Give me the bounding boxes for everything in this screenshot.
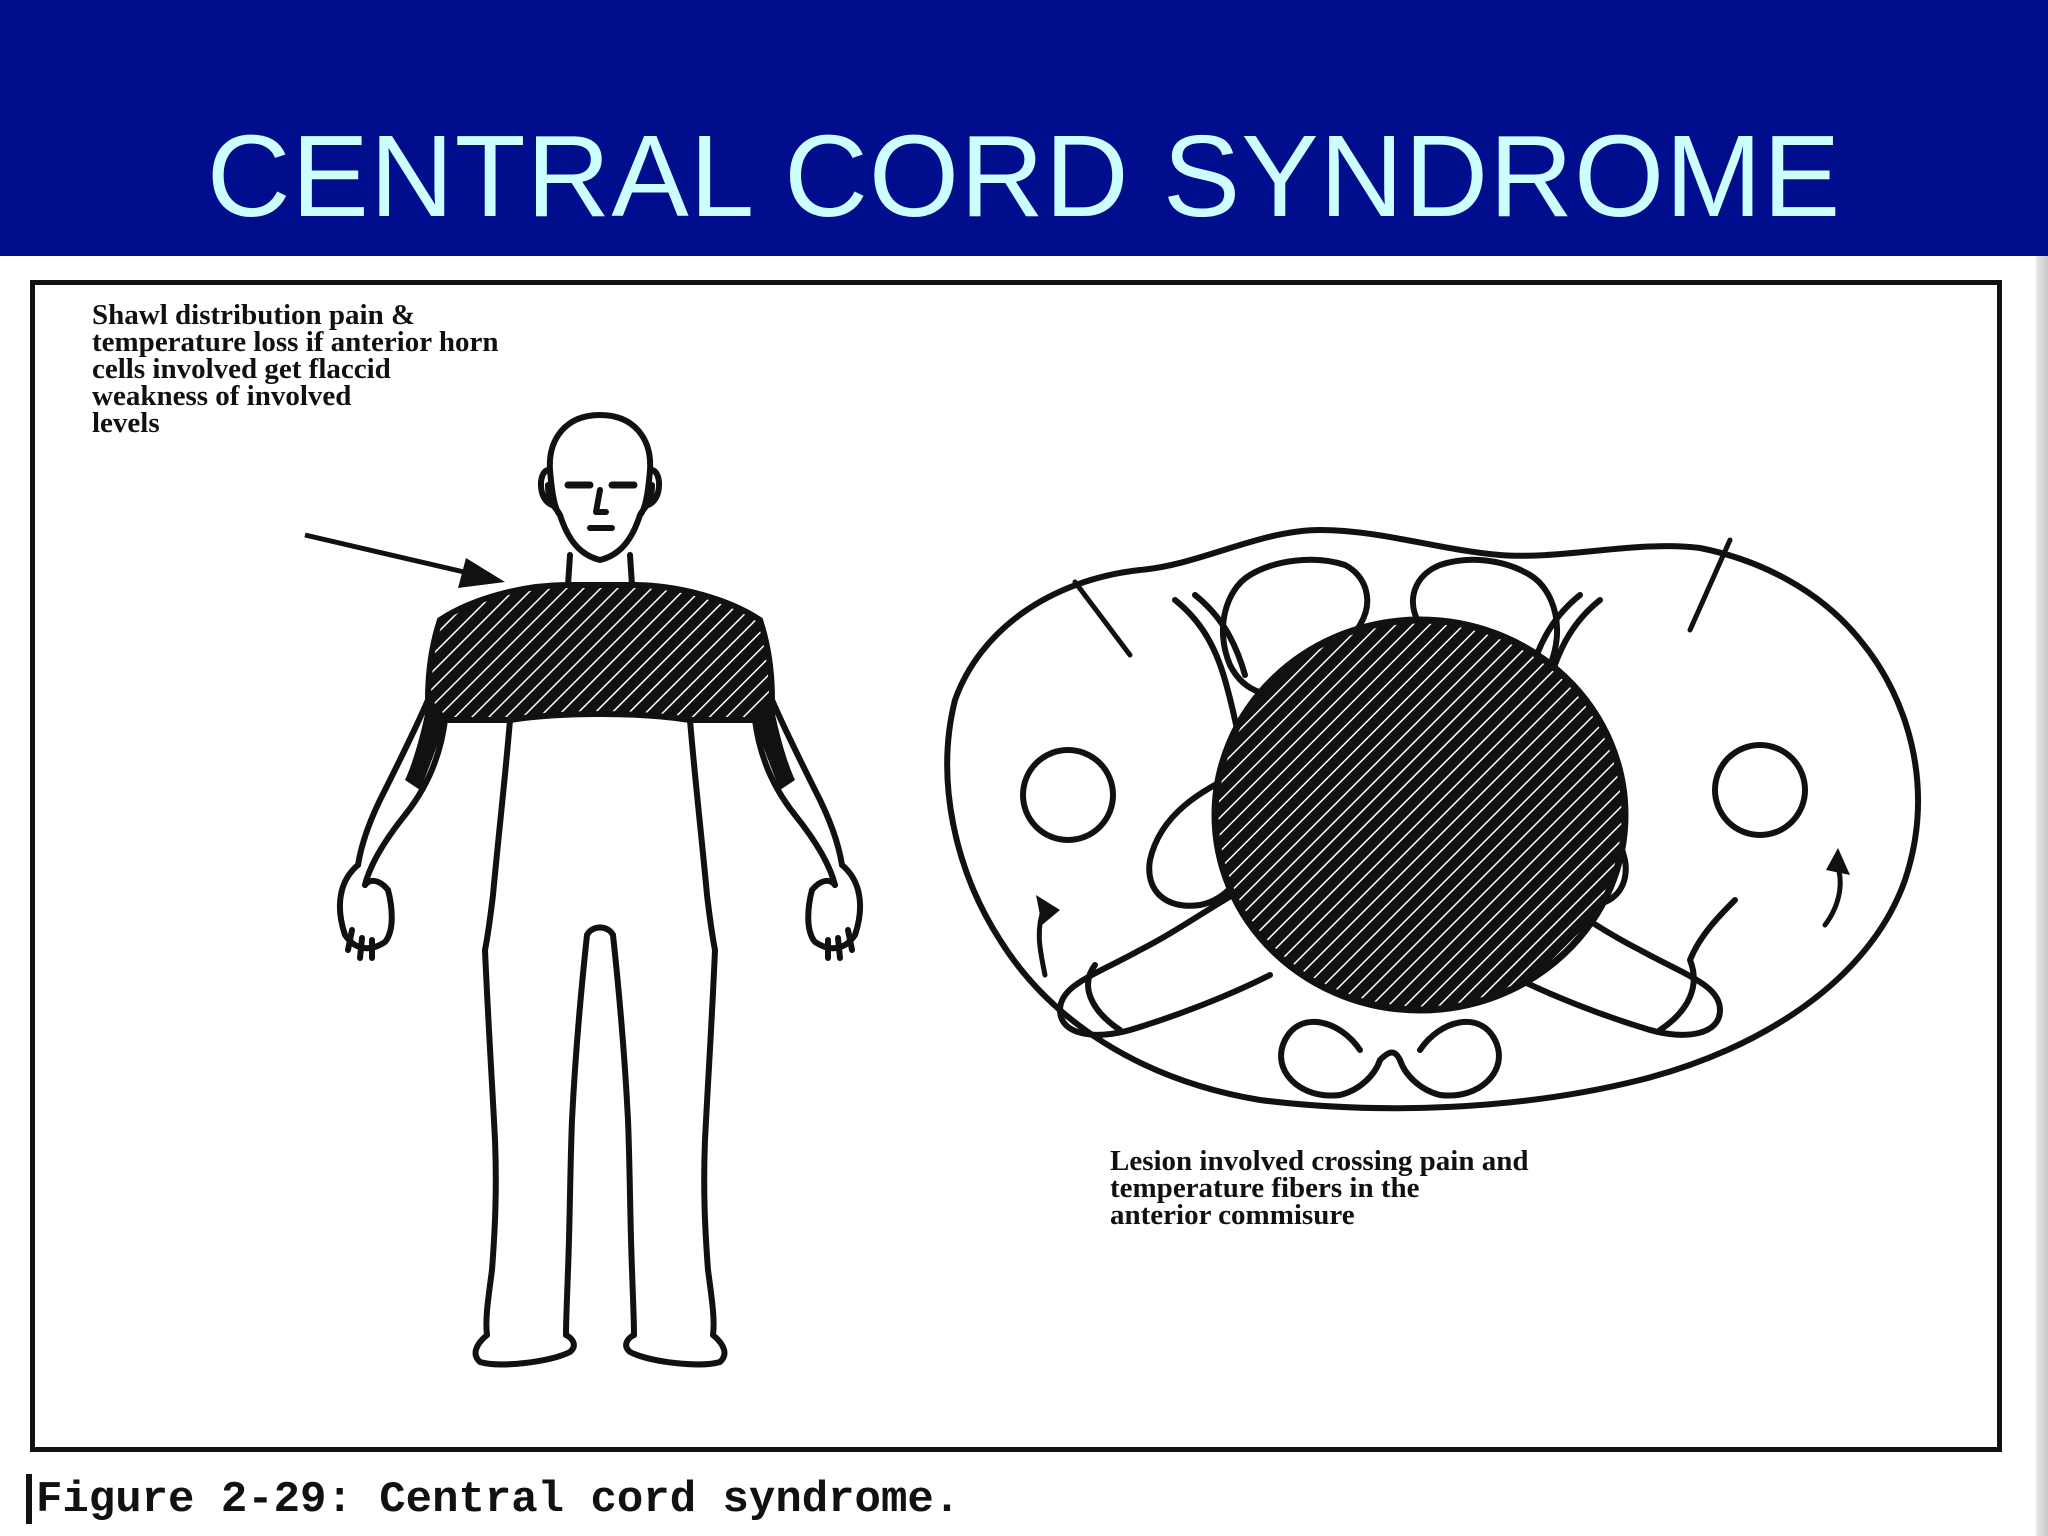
shawl-distribution-note: Shawl distribution pain & temperature lo… — [92, 299, 499, 439]
scan-edge — [2036, 256, 2048, 1536]
body-figure — [336, 412, 864, 1368]
caption-bar — [26, 1474, 32, 1524]
slide-title: CENTRAL CORD SYNDROME — [206, 111, 1842, 241]
right-ventral-horn — [1507, 877, 1723, 1038]
cord-cross-section — [944, 527, 1921, 1112]
torso-left — [362, 717, 448, 888]
lesion-note: Lesion involved crossing pain and temper… — [1110, 1145, 1529, 1231]
right-foot — [623, 1332, 728, 1368]
figure-caption: Figure 2-29: Central cord syndrome. — [36, 1475, 961, 1525]
cord-outline — [944, 527, 1921, 1112]
left-foot — [472, 1332, 577, 1368]
left-ventral-column — [1278, 1019, 1383, 1099]
right-ventral-column — [1397, 1019, 1502, 1099]
right-leg — [701, 947, 718, 1338]
central-lesion — [1211, 616, 1629, 1014]
right-hand — [805, 862, 864, 952]
left-ventral-horn — [1057, 877, 1273, 1038]
torso-right — [752, 717, 838, 888]
left-hand — [336, 862, 395, 952]
left-leg — [482, 947, 499, 1338]
left-nerve-root — [1072, 579, 1133, 658]
right-nerve-root — [1687, 537, 1733, 633]
pointer-arrow — [304, 532, 505, 588]
title-banner — [0, 0, 2048, 256]
neck — [565, 552, 635, 588]
shawl-region — [424, 582, 776, 723]
left-lateral-tract — [1020, 747, 1116, 843]
right-lateral-tract — [1712, 742, 1808, 838]
